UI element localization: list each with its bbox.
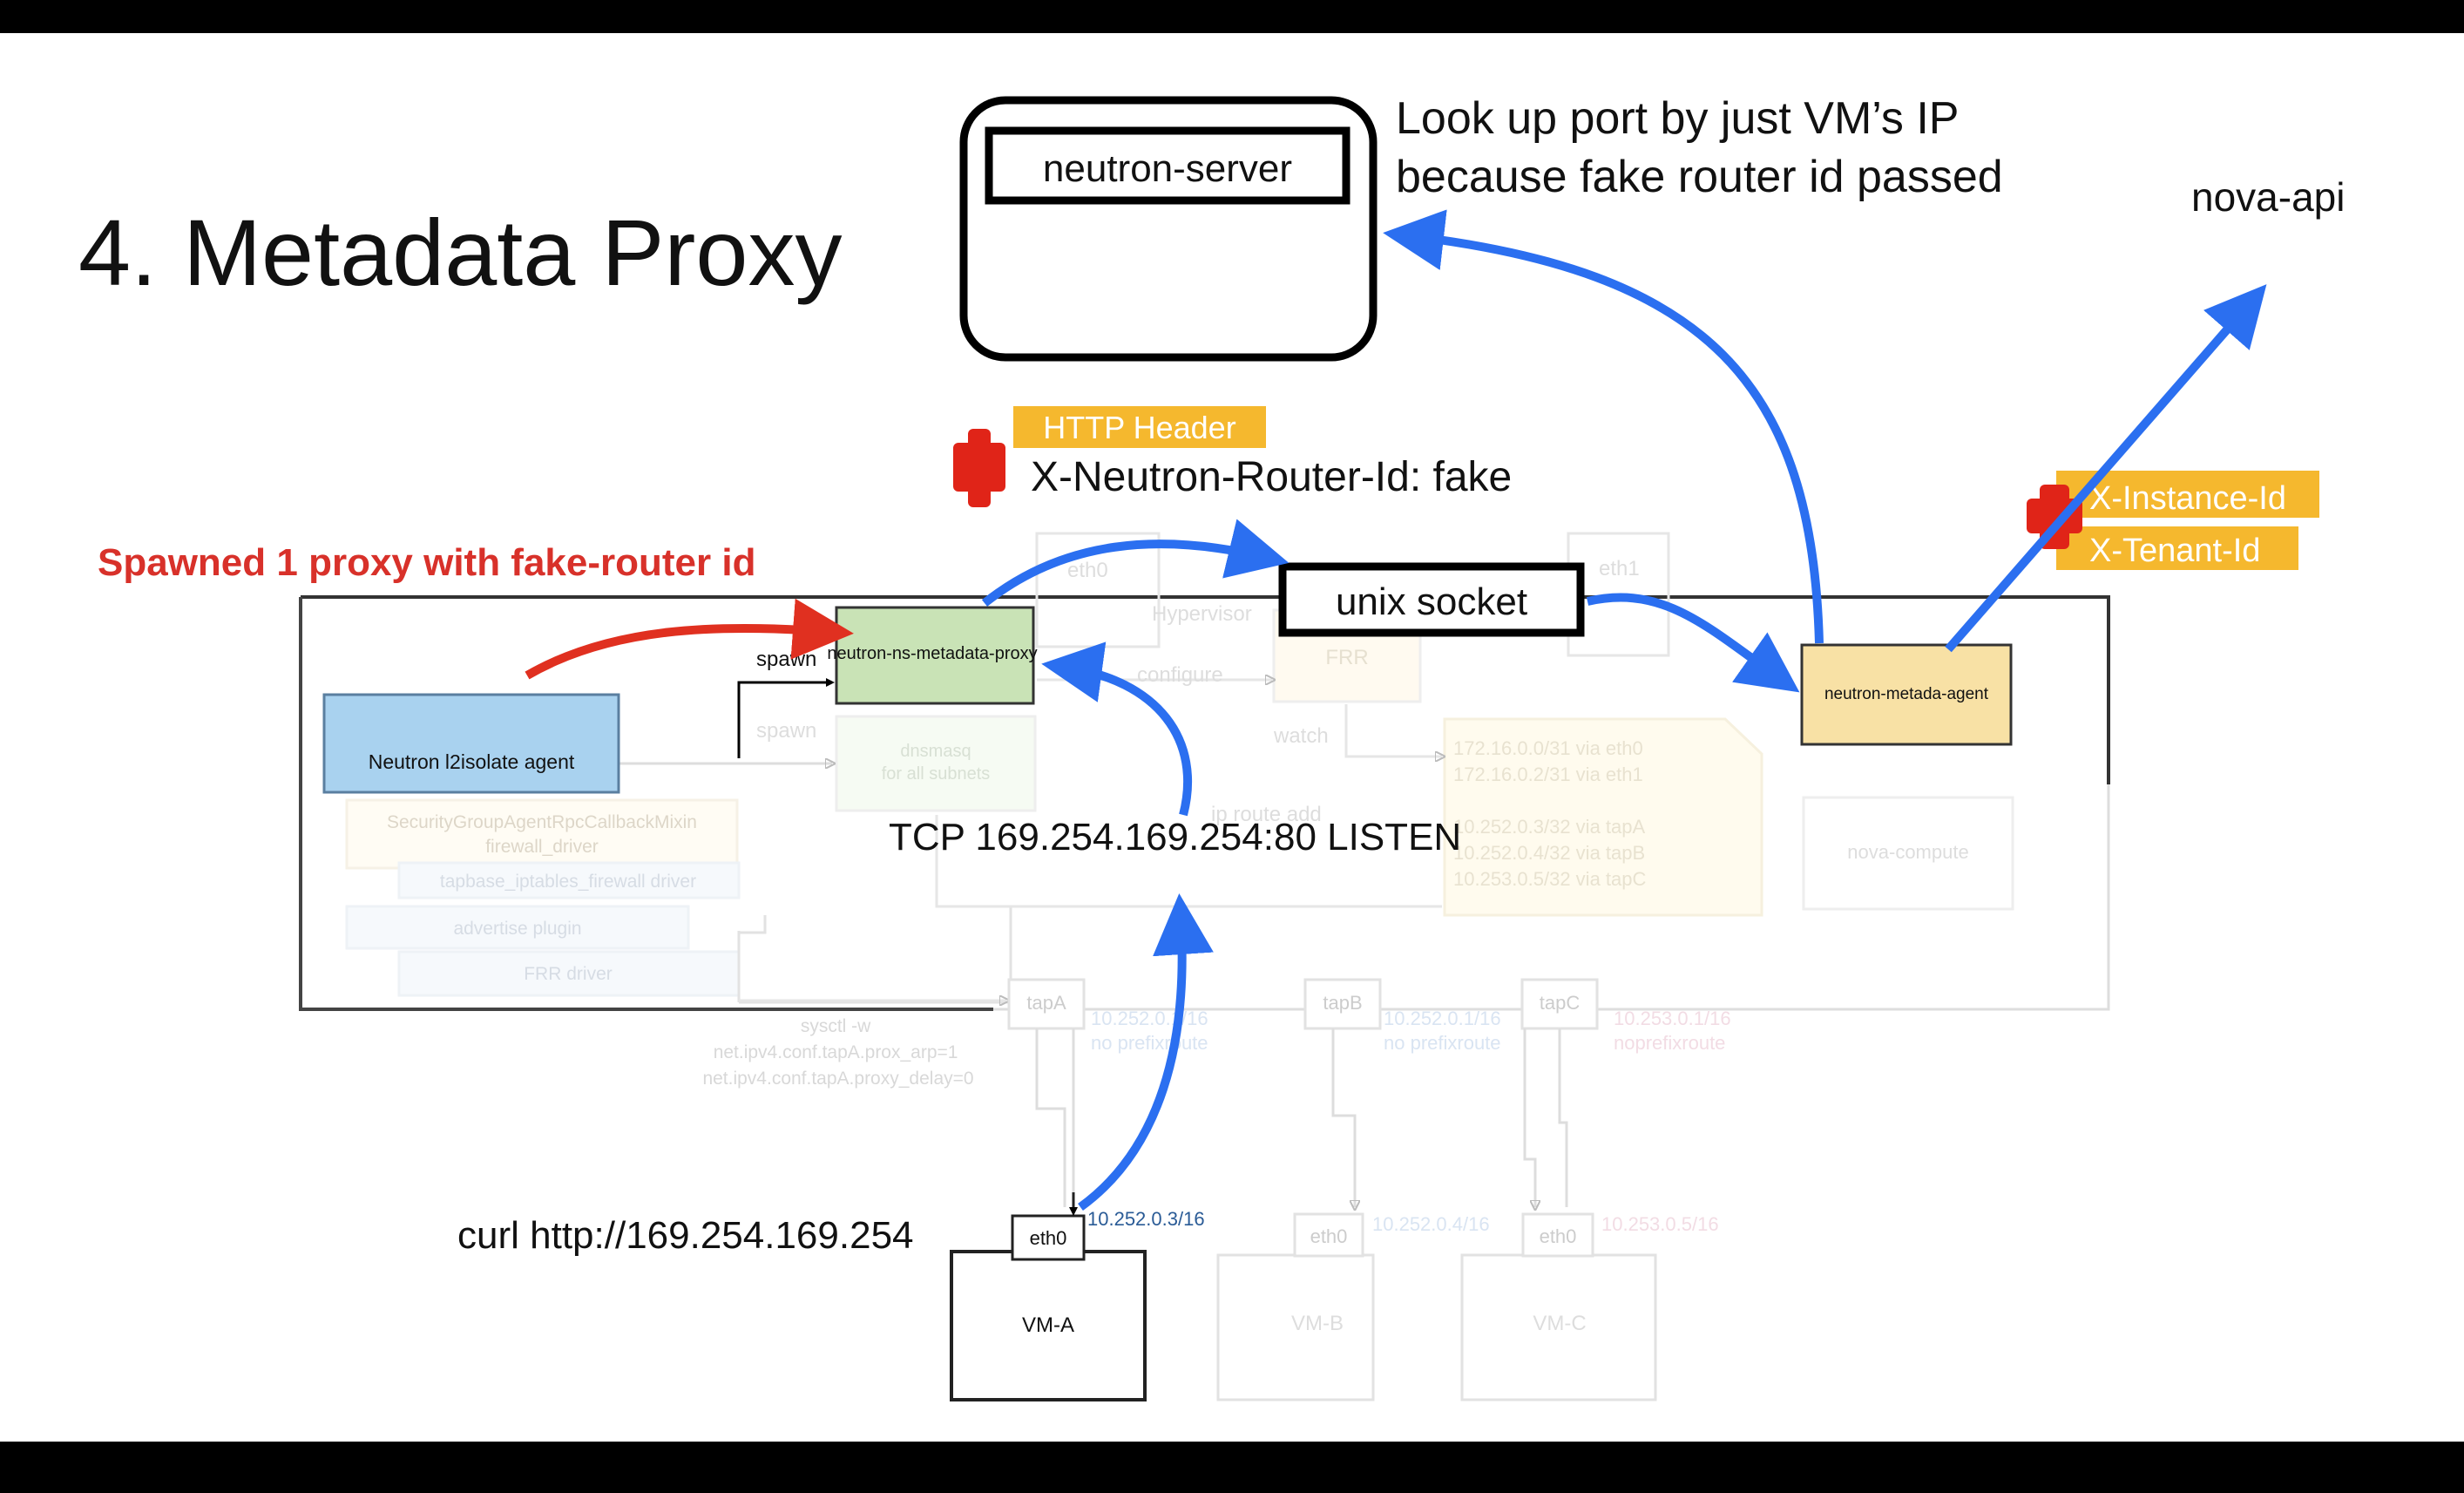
unix-socket-label: unix socket (1336, 580, 1527, 623)
nova-api-label: nova-api (2191, 174, 2345, 220)
vm-a-box (950, 1250, 1147, 1401)
faded-architecture: eth0 eth1 Hypervisor FRR 172.16.0.0/31 v… (299, 532, 2110, 1401)
advertise-plugin-label: advertise plugin (453, 919, 581, 939)
sysctl-note: sysctl -w net.ipv4.conf.tapA.prox_arp=1 … (702, 1016, 973, 1089)
route-note: 172.16.0.0/31 via eth0 172.16.0.2/31 via… (1453, 737, 1650, 890)
watch-label: watch (1273, 724, 1329, 748)
listen-to-proxy-arrow (1041, 641, 1192, 817)
tapA-ip: 10.252.0.1/16 (1091, 1008, 1208, 1029)
tapA-label: tapA (1026, 992, 1066, 1014)
tapB-route: no prefixroute (1384, 1032, 1501, 1054)
lookup-note-line2: because fake router id passed (1396, 152, 2003, 202)
nova-compute-label: nova-compute (1847, 841, 1968, 863)
agent-to-server-arrow (1383, 209, 1824, 644)
metadata-agent-box (1800, 643, 2013, 746)
lookup-note-line1: Look up port by just VM’s IP (1396, 93, 1959, 144)
spawn-arrow (525, 598, 854, 680)
vmB-ip: 10.252.0.4/16 (1372, 1213, 1490, 1235)
tapC-label: tapC (1540, 992, 1581, 1014)
firewall-driver-label: firewall_driver (485, 837, 599, 857)
eth1-top-label: eth1 (1599, 557, 1640, 580)
curl-command: curl http://169.254.169.254 (457, 1214, 914, 1257)
unix-socket-box (1278, 562, 1585, 637)
tapA-route: no prefixroute (1091, 1032, 1208, 1054)
frr-driver-label: FRR driver (524, 964, 613, 984)
sg-mixin-label: SecurityGroupAgentRpcCallbackMixin (387, 812, 697, 832)
configure-label: configure (1137, 663, 1223, 687)
spawn-note: Spawned 1 proxy with fake-router id (98, 541, 755, 584)
ns-metadata-proxy-label: neutron-ns-metadata-proxy (827, 644, 1037, 663)
socket-to-agent-arrow (1586, 593, 1800, 693)
vm-a-label: VM-A (1022, 1313, 1074, 1337)
tapC-ip: 10.253.0.1/16 (1614, 1008, 1731, 1029)
eth0-top-label: eth0 (1067, 559, 1108, 582)
dnsmasq-label: dnsmasq (900, 742, 971, 761)
spawn-connector (737, 678, 835, 758)
vm-a-eth0-box (1011, 1214, 1086, 1261)
tapC-route: noprefixroute (1614, 1032, 1725, 1054)
vm-a-ip: 10.252.0.3/16 (1087, 1208, 1205, 1230)
http-header-tag (1013, 406, 1266, 448)
tenant-id-tag (2056, 526, 2298, 570)
tcp-listen-label: TCP 169.254.169.254:80 LISTEN (889, 816, 1461, 858)
slide-title: 4. Metadata Proxy (78, 200, 842, 305)
tapB-label: tapB (1323, 992, 1362, 1014)
frr-box-label: FRR (1325, 646, 1368, 669)
vmC-ip: 10.253.0.5/16 (1601, 1213, 1719, 1235)
ns-metadata-proxy-box (835, 606, 1035, 705)
hypervisor-label: Hypervisor (1152, 602, 1252, 626)
ip-route-add-label: ip route add (1211, 803, 1322, 826)
vm-a-eth0-label: eth0 (1030, 1227, 1067, 1249)
dnsmasq-sub-label: for all subnets (882, 764, 991, 784)
vmB-label: VM-B (1291, 1312, 1344, 1335)
tenant-id-label: X-Tenant-Id (2089, 533, 2260, 569)
neutron-server-label-box (985, 126, 1350, 205)
neutron-server-label: neutron-server (1043, 147, 1292, 190)
http-header-tag-label: HTTP Header (1043, 410, 1235, 445)
l2isolate-agent-box (322, 693, 620, 794)
spawn-label: spawn (756, 648, 816, 671)
spawn-faint-label: spawn (756, 719, 816, 743)
vmC-label: VM-C (1533, 1312, 1586, 1335)
curl-to-listen-arrow (1078, 893, 1214, 1211)
tapbase-driver-label: tapbase_iptables_firewall driver (440, 872, 696, 892)
metadata-agent-label: neutron-metada-agent (1824, 685, 1989, 703)
vmB-eth0-label: eth0 (1310, 1225, 1348, 1247)
tapB-ip: 10.252.0.1/16 (1384, 1008, 1501, 1029)
header-plus-icon (953, 429, 1005, 507)
proxy-to-socket-arrow (981, 519, 1290, 607)
vmC-eth0-label: eth0 (1540, 1225, 1577, 1247)
l2isolate-agent-label: Neutron l2isolate agent (369, 750, 575, 773)
instance-id-label: X-Instance-Id (2089, 480, 2286, 517)
agent-to-nova-api-arrow (1945, 284, 2267, 653)
router-id-header: X-Neutron-Router-Id: fake (1031, 454, 1512, 500)
